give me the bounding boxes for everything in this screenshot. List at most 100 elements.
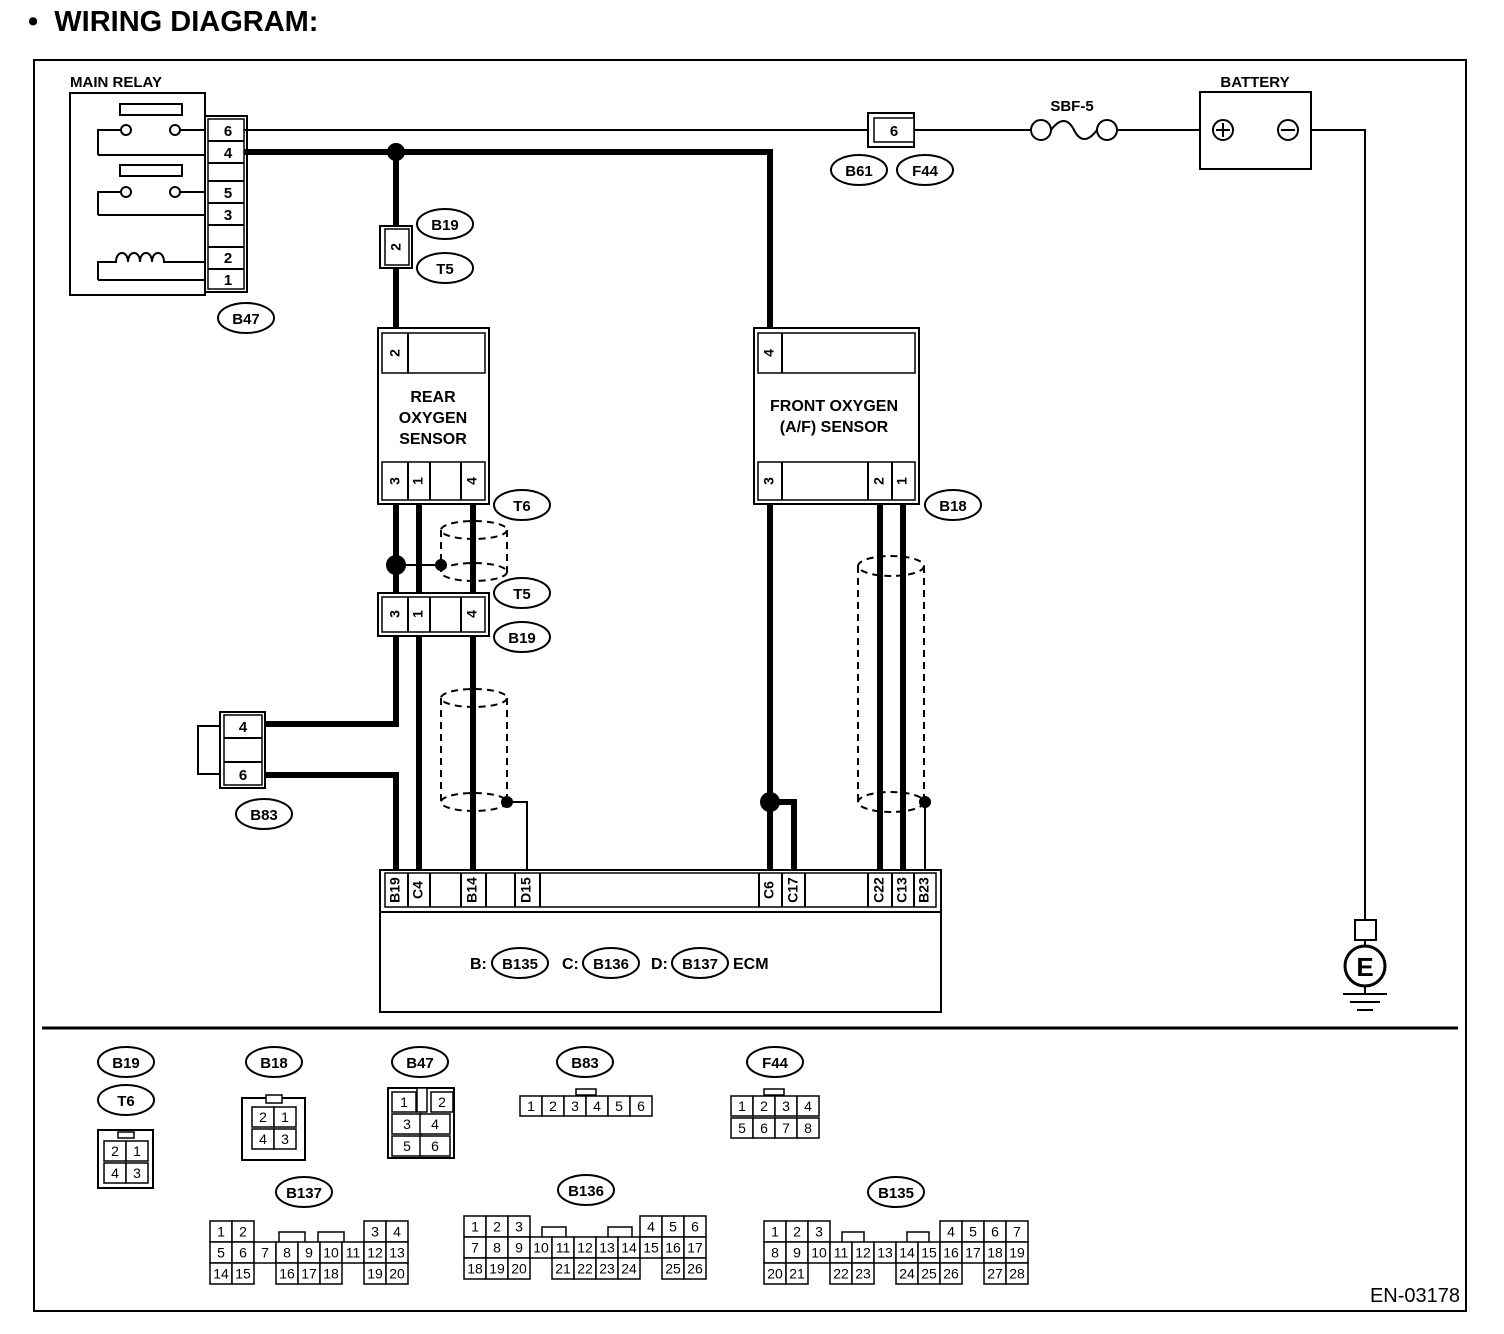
legend-b136-pin: 22 [577, 1261, 593, 1277]
legend-b137-cell [319, 1262, 343, 1285]
shield-bottom [857, 791, 925, 813]
legend-b19-latch [117, 1131, 135, 1139]
connector-b61: 6 B61 F44 [830, 112, 954, 186]
connector-tag-t6 [493, 489, 551, 521]
splice-point [501, 796, 513, 808]
legend-b135-pin: 28 [1009, 1266, 1025, 1282]
legend-b18-cell [273, 1106, 297, 1128]
ecm-pin: B14 [464, 877, 480, 903]
ecm-pin: C22 [871, 877, 887, 903]
legend-b83-latch [575, 1088, 597, 1096]
legend-tag-b19-label: B19 [112, 1055, 140, 1072]
legend-b136-pin: 11 [556, 1240, 571, 1256]
legend-b136-pin: 20 [511, 1261, 527, 1277]
legend-b137-pin: 7 [261, 1245, 269, 1261]
legend-b19-pin: 3 [133, 1165, 141, 1181]
legend-b135-pin: 9 [793, 1245, 801, 1261]
front-o2-top-pin: 4 [761, 349, 777, 357]
legend-b135-pin: 21 [789, 1266, 805, 1282]
legend-f44-cell [796, 1117, 820, 1139]
legend-b135-pin: 2 [793, 1224, 801, 1240]
connector-legend: B19 T6 B18 B47 B83 F44 B137 B136 B135 [97, 1046, 1029, 1285]
legend-f44-cell [796, 1095, 820, 1117]
legend-b137-pin: 8 [283, 1245, 291, 1261]
relay-contact-point-1b [169, 124, 181, 136]
legend-b137-pin: 9 [305, 1245, 313, 1261]
legend-b137-pin: 12 [367, 1245, 383, 1261]
connector-tag-b136 [582, 947, 640, 979]
legend-b137-pin: 2 [239, 1224, 247, 1240]
legend-b83-pin: 1 [527, 1098, 535, 1114]
legend-b137-pin: 6 [239, 1245, 247, 1261]
legend-b135-pin: 19 [1009, 1245, 1025, 1261]
ecm-label: ECM [733, 956, 769, 973]
connector-tag-b18 [924, 489, 982, 521]
front-o2-top-connector [757, 332, 916, 374]
legend-b137-pin: 11 [346, 1245, 361, 1261]
legend-b47-key [416, 1087, 428, 1113]
legend-f44-pin: 4 [804, 1098, 812, 1114]
page-title: • WIRING DIAGRAM: [28, 6, 319, 38]
legend-b135-pin: 18 [987, 1245, 1003, 1261]
ecm-pin: B23 [916, 877, 932, 903]
legend-b135-pin: 17 [965, 1245, 981, 1261]
fuse-element [1050, 120, 1098, 140]
connector-b19-lower-inner [381, 596, 486, 633]
legend-b137-pin: 16 [279, 1266, 295, 1282]
connector-tag-b83 [235, 798, 293, 830]
legend-b83-pin: 5 [615, 1098, 623, 1114]
connector-tag-b19-lower [493, 621, 551, 653]
legend-b135-pin: 23 [855, 1266, 871, 1282]
front-oxygen-sensor: 4 FRONT OXYGEN (A/F) SENSOR 3 2 1 B18 [753, 327, 982, 521]
b83-pin: 4 [239, 719, 248, 736]
relay-contact-2 [97, 191, 120, 215]
legend-b18-pin: 2 [259, 1109, 267, 1125]
front-o2-pin: 3 [761, 477, 777, 485]
front-o2-bottom-connector [757, 461, 916, 501]
legend-f44-pin: 5 [738, 1120, 746, 1136]
relay-contact-1 [97, 129, 120, 155]
relay-pin: 6 [224, 123, 232, 140]
ecm: B19 C4 B14 D15 C6 C17 C22 C13 B23 B: B13… [379, 869, 942, 1013]
legend-b136-cell [617, 1257, 641, 1280]
diagram-frame [33, 59, 1467, 1312]
legend-b136-pin: 12 [577, 1240, 593, 1256]
rear-o2-label-3: SENSOR [399, 431, 467, 448]
b19-pin: 4 [464, 610, 480, 618]
legend-b47-cell [430, 1091, 454, 1113]
connector-tag-b61-label: B61 [845, 163, 873, 180]
legend-b19-cell [125, 1162, 149, 1184]
connector-b19-lower: 3 1 4 B19 [377, 592, 551, 653]
connector-b61-inner [873, 117, 915, 143]
legend-tag-b136-label: B136 [568, 1183, 604, 1200]
connector-tag-t5-upper-label: T5 [436, 261, 454, 278]
connector-tag-b136-label: B136 [593, 956, 629, 973]
legend-b83-pin: 4 [593, 1098, 601, 1114]
legend-b136-pin: 9 [515, 1240, 523, 1256]
ecm-prefix-d: D: [651, 956, 668, 973]
legend-tag-b83-label: B83 [571, 1055, 599, 1072]
legend-f44-pin: 2 [760, 1098, 768, 1114]
page-title-text: WIRING DIAGRAM: [54, 6, 319, 38]
rear-oxygen-sensor: 2 REAR OXYGEN SENSOR 3 1 4 T6 [377, 327, 551, 521]
legend-b135-pin: 11 [834, 1245, 849, 1261]
front-o2-pin: 1 [894, 477, 910, 485]
legend-b135-pin: 20 [767, 1266, 783, 1282]
legend-tag-b47-label: B47 [406, 1055, 434, 1072]
main-relay: MAIN RELAY 6 [69, 74, 275, 334]
legend-b135-pin: 13 [877, 1245, 893, 1261]
legend-b135-pin: 24 [899, 1266, 915, 1282]
b83-pin: 6 [239, 767, 247, 784]
legend-b47-pin: 3 [403, 1116, 411, 1132]
legend-b47-pin: 2 [438, 1094, 446, 1110]
connector-tag-t5-upper [416, 252, 474, 284]
legend-b135-cell [939, 1262, 963, 1285]
legend-b135-pin: 14 [899, 1245, 915, 1261]
legend-b47-cell [419, 1135, 451, 1157]
legend-b135-pin: 6 [991, 1224, 999, 1240]
legend-b19-cell [125, 1140, 149, 1162]
legend-b136-pin: 21 [555, 1261, 571, 1277]
legend-b135-pin: 22 [833, 1266, 849, 1282]
